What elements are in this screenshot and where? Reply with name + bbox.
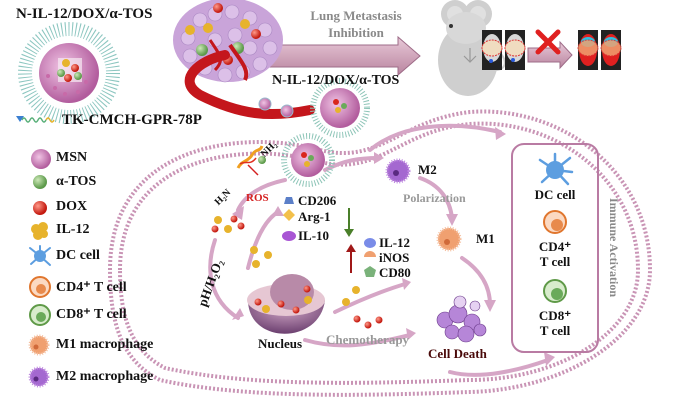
legend-il12-icon: [31, 222, 48, 240]
tos-particle: [258, 156, 266, 164]
legend-label-cd4: CD4⁺ T cell: [56, 280, 127, 295]
arrow-formulation-label: N-IL-12/DOX/α-TOS: [272, 73, 400, 88]
ros-label: ROS: [246, 192, 269, 204]
released-drugs: [211, 215, 383, 329]
cd4-box-icon: [543, 210, 567, 234]
m1-label: M1: [476, 231, 495, 246]
marker-cd206: CD206: [298, 193, 337, 208]
nanoparticle-inside: [281, 133, 335, 187]
arrow-heads: [232, 127, 555, 366]
marker-inos: iNOS: [379, 250, 410, 265]
blood-vessel: [184, 39, 315, 120]
il10-icon: [282, 231, 296, 241]
legend-label-tos: α-TOS: [56, 174, 97, 189]
legend-m1-icon: [28, 334, 50, 356]
legend-label-msn: MSN: [56, 150, 88, 165]
il12-marker-icon: [364, 238, 376, 248]
downregulation-arrow: [344, 208, 354, 237]
cd8-box-icon: [543, 279, 567, 303]
cd80-icon: [364, 266, 376, 277]
legend-dox-icon: [33, 201, 47, 215]
legend-cd4-icon: [29, 276, 51, 298]
inos-icon: [364, 251, 376, 257]
legend-tos-icon: [33, 175, 47, 189]
immune-box: [511, 143, 599, 353]
box-cd8-tcell: T cell: [539, 323, 571, 338]
arrow-label-line2: Inhibition: [328, 25, 384, 40]
upregulation-arrow: [346, 244, 356, 273]
cd206-icon: [284, 197, 294, 204]
legend-cd8-icon: [29, 304, 51, 326]
nucleus-cell: [247, 274, 325, 334]
cell-death-label: Cell Death: [428, 346, 487, 361]
lung-metastasis-arrow: [269, 35, 421, 77]
legend-label-il12: IL-12: [56, 222, 90, 237]
arrow-label-line1: Lung Metastasis: [310, 8, 402, 23]
legend-label-dc: DC cell: [56, 248, 100, 263]
box-cd4-label: CD4⁺: [538, 239, 572, 254]
pathway-arrows: [208, 123, 550, 377]
formulation-title: N-IL-12/DOX/α-TOS: [16, 6, 153, 22]
box-cd4-tcell: T cell: [539, 254, 571, 269]
legend-label-cd8: CD8⁺ T cell: [56, 307, 127, 322]
polarization-label: Polarization: [403, 191, 466, 205]
linker-icon: [16, 116, 55, 123]
nanoparticle-vessel: [310, 78, 370, 138]
marker-il10: IL-10: [298, 228, 330, 243]
marker-il12: IL-12: [379, 235, 411, 250]
box-dc-label: DC cell: [534, 187, 576, 202]
legend-dc-icon: [29, 245, 51, 266]
nanoparticle-main: [18, 22, 120, 124]
dc-cell-box-icon: [538, 152, 574, 186]
linker-label: TK-CMCH-GPR-78P: [62, 112, 202, 128]
arg1-icon: [283, 209, 295, 221]
imaging-after: [577, 30, 622, 70]
chemotherapy-label: Chemotherapy: [326, 332, 410, 347]
legend-label-m1: M1 macrophage: [56, 337, 154, 352]
m2-macrophage: [385, 158, 411, 184]
dead-cells: [436, 295, 487, 343]
marker-cd80: CD80: [379, 265, 411, 280]
legend-label-m2: M2 macrophage: [56, 369, 154, 384]
box-cd8-label: CD8⁺: [538, 308, 572, 323]
m2-label: M2: [418, 162, 437, 177]
m1-macrophage: [436, 226, 462, 252]
legend-msn-icon: [31, 149, 51, 169]
cross-icon: [535, 29, 561, 55]
legend-label-dox: DOX: [56, 199, 88, 214]
imaging-before: [481, 30, 526, 70]
cleaved-linker: [236, 145, 264, 176]
nucleus-label: Nucleus: [258, 336, 303, 351]
cell-membrane: [107, 109, 653, 397]
marker-arg1: Arg-1: [298, 209, 331, 224]
legend-m2-icon: [28, 366, 50, 388]
immune-activation-label: Immune Activation: [607, 198, 621, 297]
